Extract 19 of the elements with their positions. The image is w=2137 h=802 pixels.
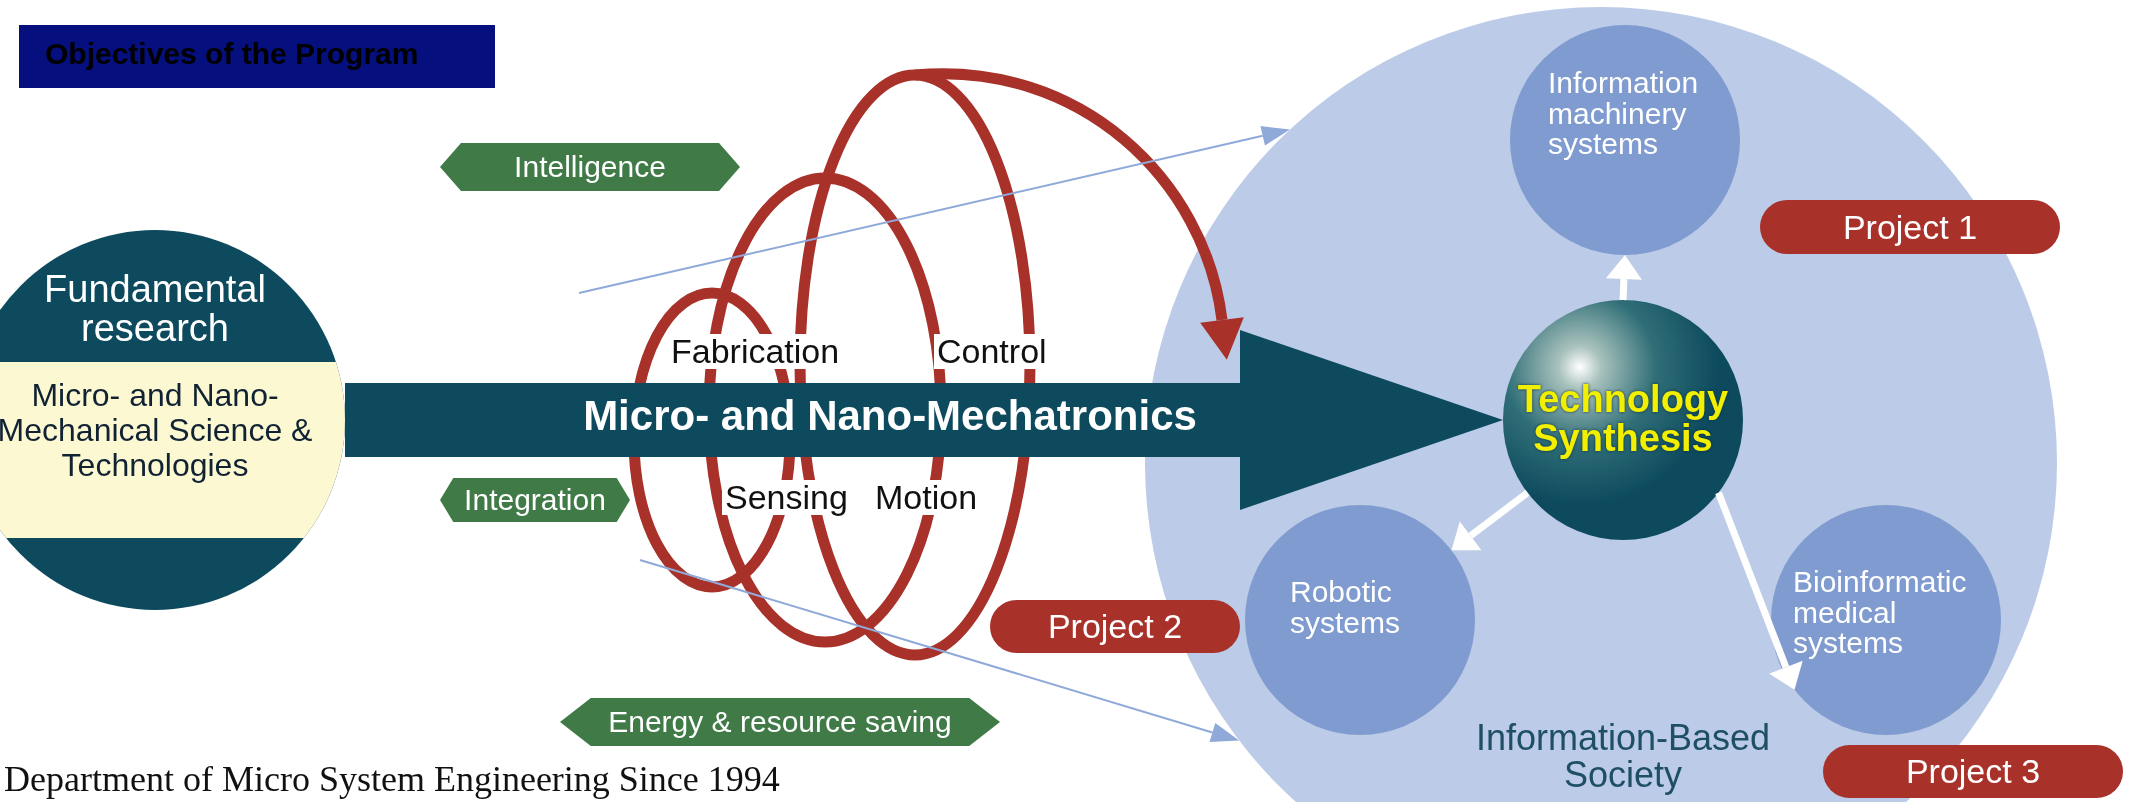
- research-field-text: Micro- and Nano-Mechanical Science & Technologies: [0, 362, 345, 538]
- project-tag: Project 3: [1823, 745, 2123, 798]
- arrow: [578, 126, 1290, 294]
- arrow: [1605, 255, 1642, 301]
- circle-label: Robotic systems: [1290, 577, 1401, 639]
- title-banner: Objectives of the Program: [19, 25, 495, 88]
- keyword-tag: Energy & resource saving: [560, 698, 1000, 746]
- arrow: [1715, 491, 1803, 690]
- arrow: [1451, 489, 1530, 551]
- keyword-tag: Integration: [440, 478, 630, 522]
- arrow: [639, 559, 1240, 743]
- circle-label: Information machinery systems: [1548, 68, 1700, 160]
- circle-heading: Fundamental research: [43, 270, 267, 348]
- society-label: Information-Based Society: [1474, 720, 1772, 794]
- keyword-tag: Intelligence: [440, 143, 740, 191]
- sphere-label: Technology Synthesis: [1516, 380, 1730, 458]
- caption: Department of Micro System Engineering Since 1994: [4, 758, 780, 800]
- project-tag: Project 2: [990, 600, 1240, 653]
- circle-label: Bioinformatic medical systems: [1793, 567, 1968, 659]
